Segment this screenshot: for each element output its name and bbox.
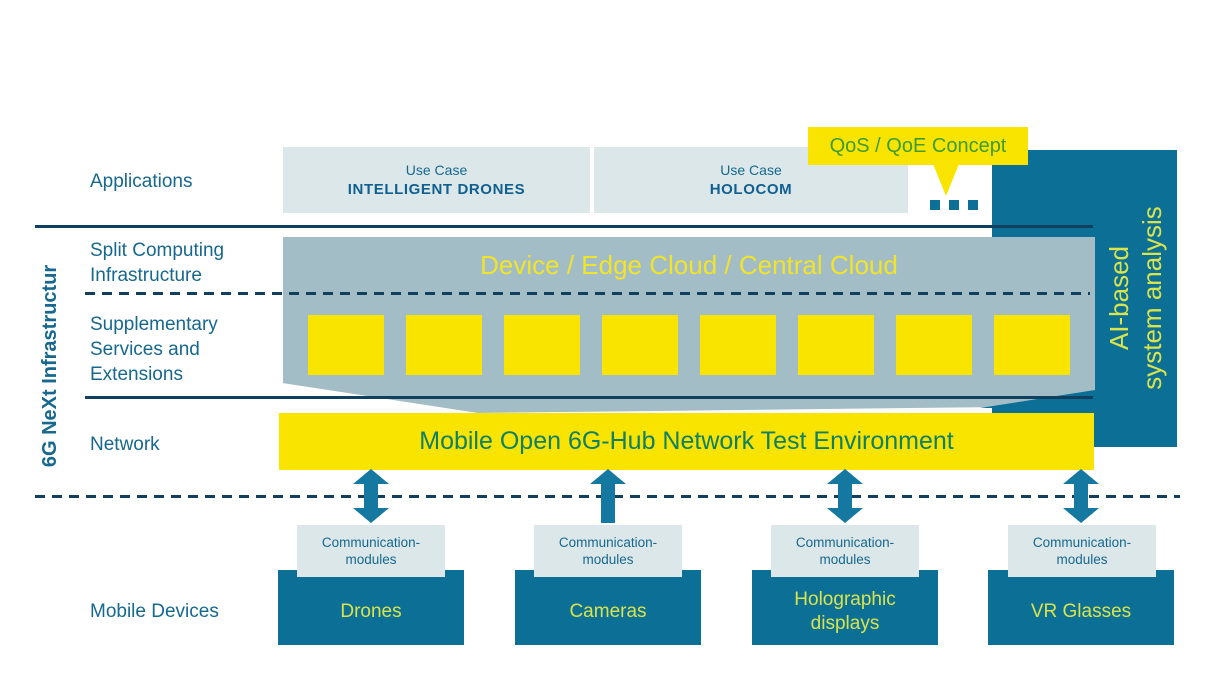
device-box-holographic-displays: Holographic displays: [752, 570, 938, 645]
dot: [949, 200, 959, 210]
supplementary-line2: Services and: [90, 339, 200, 360]
double-arrow-icon: [353, 469, 389, 523]
comm-line2: modules: [582, 552, 634, 567]
network-label: Network: [90, 434, 160, 455]
use-case-heading: Use Case: [405, 162, 468, 178]
service-module-block: [406, 315, 482, 375]
device-name: VR Glasses: [1030, 600, 1132, 622]
communication-modules-box: Communication- modules: [771, 525, 919, 577]
double-arrow-icon: [1063, 469, 1099, 523]
qos-qoe-callout: QoS / QoE Concept: [808, 127, 1028, 165]
use-case-name: INTELLIGENT DRONES: [347, 181, 526, 198]
dot: [930, 200, 940, 210]
comm-line1: Communication-: [1032, 535, 1132, 550]
communication-modules-box: Communication- modules: [1008, 525, 1156, 577]
double-arrow-icon: [827, 469, 863, 523]
comm-line1: Communication-: [558, 535, 658, 550]
service-module-block: [994, 315, 1070, 375]
supplementary-line1: Supplementary: [90, 314, 218, 335]
service-module-block: [504, 315, 580, 375]
split-supplementary-dashed-divider: [85, 292, 1090, 295]
applications-label: Applications: [90, 171, 193, 192]
split-computing-line1: Split Computing: [90, 240, 225, 261]
comm-line1: Communication-: [321, 535, 421, 550]
callout-tail-icon: [933, 164, 959, 196]
split-computing-line2: Infrastructure: [90, 265, 202, 286]
device-box-cameras: Cameras: [515, 570, 701, 645]
more-use-cases-ellipsis-icon: [930, 200, 978, 210]
service-module-block: [602, 315, 678, 375]
device-box-vr-glasses: VR Glasses: [988, 570, 1174, 645]
use-case-heading: Use Case: [720, 162, 782, 178]
service-module-block: [798, 315, 874, 375]
communication-modules-box: Communication- modules: [297, 525, 445, 577]
applications-divider-line: [35, 225, 1093, 228]
supplementary-line3: Extensions: [90, 364, 183, 385]
service-modules-row: [308, 315, 1070, 375]
network-test-environment-bar: Mobile Open 6G-Hub Network Test Environm…: [279, 413, 1094, 470]
use-case-name: HOLOCOM: [709, 181, 793, 198]
split-computing-panel-title: Device / Edge Cloud / Central Cloud: [480, 250, 898, 280]
service-module-block: [896, 315, 972, 375]
ai-analysis-label: AI-based system analysis: [1103, 148, 1169, 448]
service-module-block: [700, 315, 776, 375]
mobile-devices-label: Mobile Devices: [90, 601, 219, 622]
split-computing-label: Split Computing Infrastructure: [90, 238, 224, 288]
device-name: Drones: [340, 600, 402, 622]
device-name: Holographic displays: [794, 588, 896, 634]
ai-analysis-line2: system analysis: [1137, 206, 1167, 390]
service-module-block: [308, 315, 384, 375]
supplementary-label: Supplementary Services and Extensions: [90, 312, 218, 387]
communication-modules-box: Communication- modules: [534, 525, 682, 577]
comm-line2: modules: [345, 552, 397, 567]
device-box-drones: Drones: [278, 570, 464, 645]
dot: [968, 200, 978, 210]
network-divider-line: [85, 396, 1093, 399]
up-arrow-icon: [590, 469, 626, 523]
device-name: Cameras: [569, 600, 647, 622]
comm-line2: modules: [819, 552, 871, 567]
infrastructure-vertical-label: 6G NeXt Infrastructur: [39, 264, 61, 468]
comm-line2: modules: [1056, 552, 1108, 567]
comm-line1: Communication-: [795, 535, 895, 550]
use-case-box-intelligent-drones: Use Case INTELLIGENT DRONES: [283, 147, 590, 213]
ai-analysis-line1: AI-based: [1104, 245, 1134, 351]
